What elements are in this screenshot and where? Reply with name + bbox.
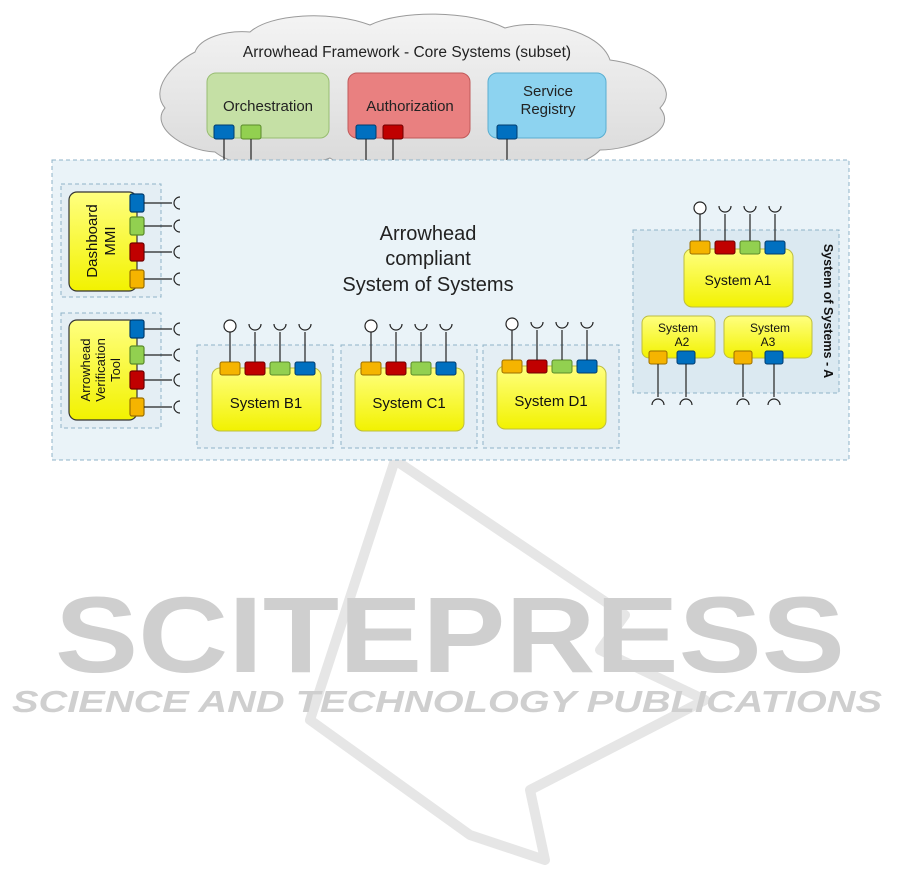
system-c1-label: System C1 — [372, 395, 445, 412]
dashboard-port-blue[interactable] — [130, 194, 144, 212]
service-registry-port-blue[interactable] — [497, 125, 517, 139]
sos-title-line1: Arrowhead — [380, 223, 477, 245]
system-d1-label: System D1 — [514, 393, 587, 410]
verification-label-line1: Arrowhead — [78, 339, 93, 402]
verification-label-line2: Verification — [93, 338, 108, 402]
authorization-port-blue[interactable] — [356, 125, 376, 139]
system-d1-port-blue[interactable] — [577, 360, 597, 373]
system-c1[interactable]: System C1 — [341, 345, 477, 448]
system-a2-label-line1: System — [658, 321, 698, 335]
system-a2-label-line2: A2 — [675, 335, 690, 349]
system-a2[interactable]: System A2 — [642, 316, 715, 364]
system-a2-port-orange[interactable] — [649, 351, 667, 364]
system-a3-port-blue[interactable] — [765, 351, 783, 364]
authorization-port-red[interactable] — [383, 125, 403, 139]
verification-port-orange[interactable] — [130, 398, 144, 416]
orchestration-system[interactable]: Orchestration — [207, 73, 329, 139]
system-a1-label: System A1 — [705, 272, 772, 288]
system-d1-port-orange[interactable] — [502, 360, 522, 373]
verification-port-blue[interactable] — [130, 320, 144, 338]
orchestration-port-blue[interactable] — [214, 125, 234, 139]
system-a1-port-green[interactable] — [740, 241, 760, 254]
system-a1[interactable]: System A1 — [684, 249, 793, 307]
orchestration-port-green[interactable] — [241, 125, 261, 139]
watermark: SCITEPRESS SCIENCE AND TECHNOLOGY PUBLIC… — [12, 460, 882, 860]
dashboard-label-line1: Dashboard — [84, 204, 101, 277]
system-a1-port-blue[interactable] — [765, 241, 785, 254]
system-d1-port-red[interactable] — [527, 360, 547, 373]
cloud-title: Arrowhead Framework - Core Systems (subs… — [243, 44, 571, 61]
watermark-subtitle: SCIENCE AND TECHNOLOGY PUBLICATIONS — [12, 684, 882, 719]
orchestration-label: Orchestration — [223, 98, 313, 115]
service-registry-label-line2: Registry — [520, 101, 576, 118]
dashboard-port-green[interactable] — [130, 217, 144, 235]
system-b1-label: System B1 — [230, 395, 303, 412]
system-of-systems-a: System of Systems - A System A1 System A… — [633, 202, 839, 405]
dashboard-port-red[interactable] — [130, 243, 144, 261]
sos-title-line2: compliant — [385, 248, 471, 270]
system-a2-port-blue[interactable] — [677, 351, 695, 364]
system-a3[interactable]: System A3 — [724, 316, 812, 364]
dashboard-label-line2: MMI — [102, 226, 119, 255]
verification-port-green[interactable] — [130, 346, 144, 364]
authorization-system[interactable]: Authorization — [348, 73, 470, 139]
authorization-label: Authorization — [366, 98, 454, 115]
service-registry-system[interactable]: Service Registry — [488, 73, 606, 139]
sos-a-label: System of Systems - A — [821, 244, 835, 378]
system-b1-port-green[interactable] — [270, 362, 290, 375]
system-c1-port-red[interactable] — [386, 362, 406, 375]
system-b1-port-orange[interactable] — [220, 362, 240, 375]
system-b1[interactable]: System B1 — [197, 345, 333, 448]
dashboard-port-orange[interactable] — [130, 270, 144, 288]
watermark-title: SCITEPRESS — [55, 574, 845, 695]
system-a3-label-line1: System — [750, 321, 790, 335]
verification-port-red[interactable] — [130, 371, 144, 389]
system-c1-port-orange[interactable] — [361, 362, 381, 375]
system-c1-port-blue[interactable] — [436, 362, 456, 375]
system-a1-port-orange[interactable] — [690, 241, 710, 254]
sos-title-line3: System of Systems — [342, 274, 513, 296]
system-a1-port-red[interactable] — [715, 241, 735, 254]
verification-label-line3: Tool — [108, 358, 123, 382]
system-d1-port-green[interactable] — [552, 360, 572, 373]
system-a3-port-orange[interactable] — [734, 351, 752, 364]
system-b1-port-blue[interactable] — [295, 362, 315, 375]
service-registry-label-line1: Service — [523, 83, 573, 100]
system-c1-port-green[interactable] — [411, 362, 431, 375]
system-b1-port-red[interactable] — [245, 362, 265, 375]
system-a3-label-line2: A3 — [761, 335, 776, 349]
